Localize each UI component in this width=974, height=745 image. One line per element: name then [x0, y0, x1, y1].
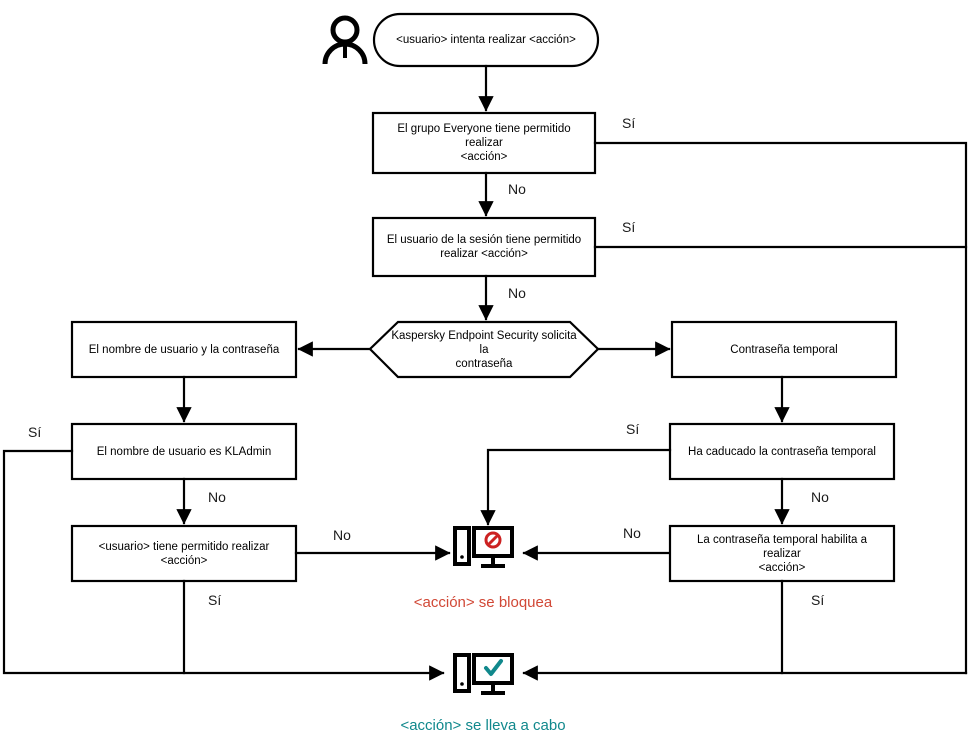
allowed-outcome-label: <acción> se lleva a cabo: [400, 717, 566, 734]
user-actor-icon: [322, 15, 368, 65]
edge-label-session-no: No: [508, 285, 526, 301]
node-kladmin-shape: [70, 422, 298, 481]
monitor-blocked-icon: [453, 526, 514, 568]
edge-label-everyone-yes: Sí: [622, 115, 636, 131]
edge-kladmin-yes: [2, 449, 445, 681]
node-kes-prompt-shape: [368, 320, 600, 379]
edge-label-user-allowed-yes: Sí: [208, 592, 222, 608]
node-user-allowed-shape: [70, 524, 298, 583]
edge-label-temp-expired-no: No: [811, 489, 829, 505]
node-session-user-shape: [371, 216, 597, 278]
monitor-check-icon: [453, 653, 514, 695]
node-temp-password-shape: [670, 320, 898, 379]
node-temp-expired-shape: [668, 422, 896, 481]
edge-label-temp-enables-yes: Sí: [811, 592, 825, 608]
edge-label-temp-expired-yes: Sí: [626, 421, 640, 437]
edge-label-session-yes: Sí: [622, 219, 636, 235]
edge-label-user-allowed-no: No: [333, 527, 351, 543]
edge-label-kladmin-no: No: [208, 489, 226, 505]
node-start-shape: [372, 12, 600, 68]
edge-label-kladmin-yes: Sí: [28, 424, 42, 440]
edge-temp-expired-yes: [480, 448, 672, 526]
edge-everyone-yes: [593, 141, 968, 675]
node-everyone-shape: [371, 111, 597, 175]
blocked-outcome-label: <acción> se bloquea: [413, 594, 553, 611]
edge-label-temp-enables-no: No: [623, 525, 641, 541]
node-temp-enables-shape: [668, 524, 896, 583]
edge-label-everyone-no: No: [508, 181, 526, 197]
node-credentials-shape: [70, 320, 298, 379]
